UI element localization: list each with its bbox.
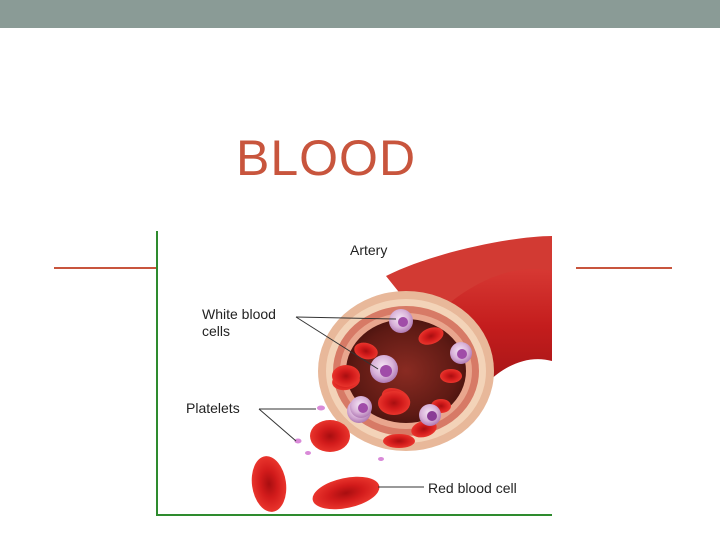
platelets-label: Platelets [186, 400, 240, 416]
artery-label: Artery [350, 242, 387, 258]
white-blood-cells-label-line2: cells [202, 323, 230, 339]
title-rule-right [576, 267, 672, 269]
red-blood-cell-label: Red blood cell [428, 480, 517, 496]
top-bar [0, 0, 720, 28]
platelet [305, 451, 311, 455]
platelet [378, 457, 384, 461]
white-blood-cells-label-line1: White blood [202, 306, 276, 322]
slide-title: BLOOD [236, 130, 417, 186]
blood-vessel-diagram: Artery White blood cells Platelets Red b… [156, 231, 552, 517]
platelet [317, 405, 325, 411]
platelet [294, 438, 302, 444]
red-blood-cell [251, 456, 287, 512]
red-blood-cell [312, 476, 380, 510]
title-rule-left [54, 267, 158, 269]
leader-lines [258, 316, 424, 488]
escaping-cells [251, 365, 415, 512]
red-blood-cell [310, 420, 350, 452]
